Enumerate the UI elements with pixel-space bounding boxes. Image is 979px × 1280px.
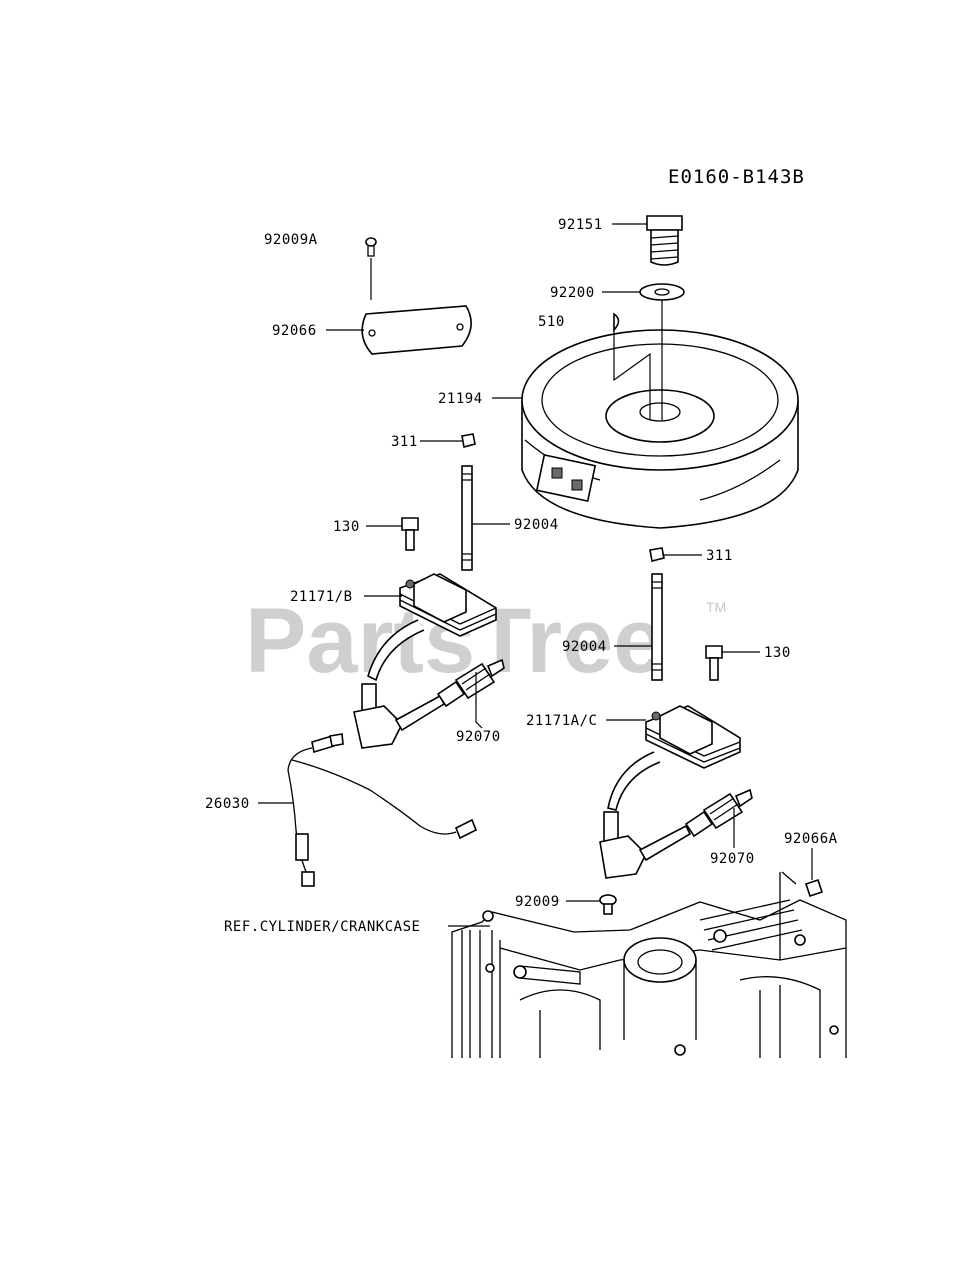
callout-92066A[interactable]: 92066A (784, 831, 838, 847)
bolt-92151-part[interactable] (646, 215, 683, 266)
callout-92066[interactable]: 92066 (272, 323, 317, 339)
ignition-coil-21171AC-part[interactable] (607, 705, 741, 811)
plug-cap-left-part[interactable] (353, 683, 446, 749)
callout-510[interactable]: 510 (538, 314, 565, 330)
diagram-code: E0160-B143B (668, 166, 805, 188)
callout-26030[interactable]: 26030 (205, 796, 250, 812)
screw-92009-part[interactable] (599, 894, 617, 915)
callout-92200[interactable]: 92200 (550, 285, 595, 301)
flywheel-21194-part[interactable] (521, 329, 799, 529)
callout-92009A[interactable]: 92009A (264, 232, 318, 248)
callout-130-left[interactable]: 130 (333, 519, 360, 535)
nut-92066A-part[interactable] (804, 878, 824, 898)
callout-311-top[interactable]: 311 (391, 434, 418, 450)
wire-harness-26030-part[interactable] (287, 733, 478, 887)
bolt-130-right-part[interactable] (705, 645, 723, 681)
callout-92004-top[interactable]: 92004 (514, 517, 559, 533)
plug-cap-right-part[interactable] (599, 811, 692, 879)
nut-311-bottom-part[interactable] (649, 547, 665, 562)
callout-130-right[interactable]: 130 (764, 645, 791, 661)
leader-lines (258, 223, 813, 927)
stud-92004-bottom-part[interactable] (651, 573, 663, 681)
callout-21171B[interactable]: 21171/B (290, 589, 353, 605)
screw-92009A-part[interactable] (365, 237, 377, 257)
trademark-mark: TM (706, 599, 726, 615)
callout-92004-bottom[interactable]: 92004 (562, 639, 607, 655)
spark-plug-92070-right-part[interactable] (684, 788, 753, 838)
callout-92151[interactable]: 92151 (558, 217, 603, 233)
callout-92070-left[interactable]: 92070 (456, 729, 501, 745)
callout-92009[interactable]: 92009 (515, 894, 560, 910)
spark-plug-92070-left-part[interactable] (436, 658, 505, 708)
ignition-coil-21171B-part[interactable] (367, 573, 497, 682)
crankcase-reference-part (451, 871, 847, 1058)
callout-311-bottom[interactable]: 311 (706, 548, 733, 564)
callout-21194[interactable]: 21194 (438, 391, 483, 407)
plate-92066-part[interactable] (361, 305, 472, 355)
callout-ref-cylinder-crankcase[interactable]: REF.CYLINDER/CRANKCASE (224, 919, 420, 935)
key-510-part[interactable] (613, 312, 620, 333)
callout-92070-right[interactable]: 92070 (710, 851, 755, 867)
callout-21171AC[interactable]: 21171A/C (526, 713, 597, 729)
nut-311-top-part[interactable] (461, 433, 476, 449)
stud-92004-top-part[interactable] (461, 465, 473, 571)
bolt-130-left-part[interactable] (401, 517, 419, 551)
washer-92200-part[interactable] (639, 283, 685, 301)
